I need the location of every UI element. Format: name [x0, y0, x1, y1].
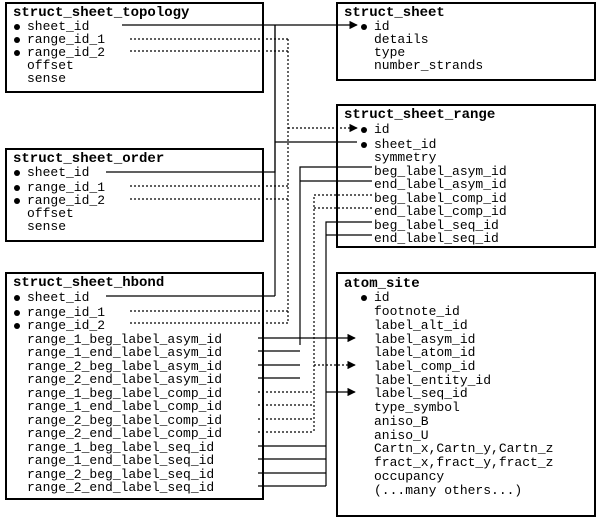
field-beg-label-seq-id: beg_label_seq_id	[374, 218, 499, 233]
field-range-id-1: range_id_1	[27, 180, 106, 195]
table-struct-sheet-range: struct_sheet_range id sheet_id symmetry …	[336, 104, 596, 248]
field-aniso-b: aniso_B	[374, 414, 429, 429]
key-bullet-icon	[14, 170, 20, 176]
table-title: struct_sheet_topology	[13, 5, 190, 21]
table-title: atom_site	[344, 276, 420, 292]
field-sheet-id: sheet_id	[27, 290, 90, 305]
field-occupancy: occupancy	[374, 469, 445, 484]
field-range-1-beg-label-asym-id: range_1_beg_label_asym_id	[27, 332, 223, 347]
field-sheet-id: sheet_id	[27, 165, 90, 180]
field-cartn-xyz: Cartn_x,Cartn_y,Cartn_z	[374, 441, 554, 456]
key-bullet-icon	[361, 142, 367, 148]
field-type: type	[374, 45, 406, 60]
table-atom-site: atom_site id footnote_id label_alt_id la…	[336, 272, 596, 517]
field-id: id	[374, 122, 390, 137]
table-struct-sheet-hbond: struct_sheet_hbond sheet_id range_id_1 r…	[5, 272, 264, 500]
table-struct-sheet-topology: struct_sheet_topology sheet_id range_id_…	[5, 2, 264, 93]
field-id: id	[374, 290, 390, 305]
field-range-1-end-label-comp-id: range_1_end_label_comp_id	[27, 399, 223, 414]
field-id: id	[374, 19, 390, 34]
field-label-atom-id: label_atom_id	[374, 345, 476, 360]
key-bullet-icon	[14, 50, 20, 56]
field-details: details	[374, 32, 429, 47]
table-title: struct_sheet_hbond	[13, 275, 165, 291]
key-bullet-icon	[361, 127, 367, 133]
field-end-label-comp-id: end_label_comp_id	[374, 204, 507, 219]
field-label-comp-id: label_comp_id	[374, 359, 476, 374]
field-footnote-id: footnote_id	[374, 304, 460, 319]
field-range-id-1: range_id_1	[27, 32, 106, 47]
key-bullet-icon	[361, 24, 367, 30]
field-beg-label-asym-id: beg_label_asym_id	[374, 164, 507, 179]
field-range-id-2: range_id_2	[27, 193, 106, 208]
field-symmetry: symmetry	[374, 150, 437, 165]
field-end-label-seq-id: end_label_seq_id	[374, 231, 499, 246]
key-bullet-icon	[14, 310, 20, 316]
key-bullet-icon	[14, 24, 20, 30]
field-sheet-id: sheet_id	[27, 19, 90, 34]
field-sense: sense	[27, 71, 67, 86]
field-many-others: (...many others...)	[374, 483, 523, 498]
field-range-2-end-label-asym-id: range_2_end_label_asym_id	[27, 372, 223, 387]
key-bullet-icon	[14, 198, 20, 204]
table-struct-sheet-order: struct_sheet_order sheet_id range_id_1 r…	[5, 148, 264, 242]
field-label-seq-id: label_seq_id	[374, 386, 468, 401]
field-range-2-end-label-comp-id: range_2_end_label_comp_id	[27, 426, 223, 441]
field-label-entity-id: label_entity_id	[374, 373, 492, 388]
field-range-2-end-label-seq-id: range_2_end_label_seq_id	[27, 480, 215, 495]
field-label-asym-id: label_asym_id	[374, 332, 476, 347]
table-title: struct_sheet_order	[13, 151, 165, 167]
field-number-strands: number_strands	[374, 58, 484, 73]
table-struct-sheet: struct_sheet id details type number_stra…	[336, 2, 596, 81]
field-offset: offset	[27, 206, 74, 221]
key-bullet-icon	[361, 295, 367, 301]
key-bullet-icon	[14, 295, 20, 301]
field-range-2-beg-label-comp-id: range_2_beg_label_comp_id	[27, 413, 223, 428]
key-bullet-icon	[14, 37, 20, 43]
field-range-id-1: range_id_1	[27, 305, 106, 320]
field-type-symbol: type_symbol	[374, 400, 460, 415]
field-sense: sense	[27, 219, 67, 234]
key-bullet-icon	[14, 323, 20, 329]
field-range-1-beg-label-comp-id: range_1_beg_label_comp_id	[27, 386, 223, 401]
field-aniso-u: aniso_U	[374, 428, 429, 443]
field-offset: offset	[27, 58, 74, 73]
field-end-label-asym-id: end_label_asym_id	[374, 177, 507, 192]
field-range-1-end-label-seq-id: range_1_end_label_seq_id	[27, 453, 215, 468]
field-range-2-beg-label-seq-id: range_2_beg_label_seq_id	[27, 467, 215, 482]
field-beg-label-comp-id: beg_label_comp_id	[374, 191, 507, 206]
key-bullet-icon	[14, 185, 20, 191]
field-fract-xyz: fract_x,fract_y,fract_z	[374, 455, 554, 470]
field-range-1-end-label-asym-id: range_1_end_label_asym_id	[27, 345, 223, 360]
table-title: struct_sheet_range	[344, 107, 496, 123]
field-range-1-beg-label-seq-id: range_1_beg_label_seq_id	[27, 440, 215, 455]
field-range-2-beg-label-asym-id: range_2_beg_label_asym_id	[27, 359, 223, 374]
field-range-id-2: range_id_2	[27, 45, 106, 60]
field-range-id-2: range_id_2	[27, 318, 106, 333]
field-sheet-id: sheet_id	[374, 137, 437, 152]
table-title: struct_sheet	[344, 5, 445, 21]
field-label-alt-id: label_alt_id	[374, 318, 468, 333]
